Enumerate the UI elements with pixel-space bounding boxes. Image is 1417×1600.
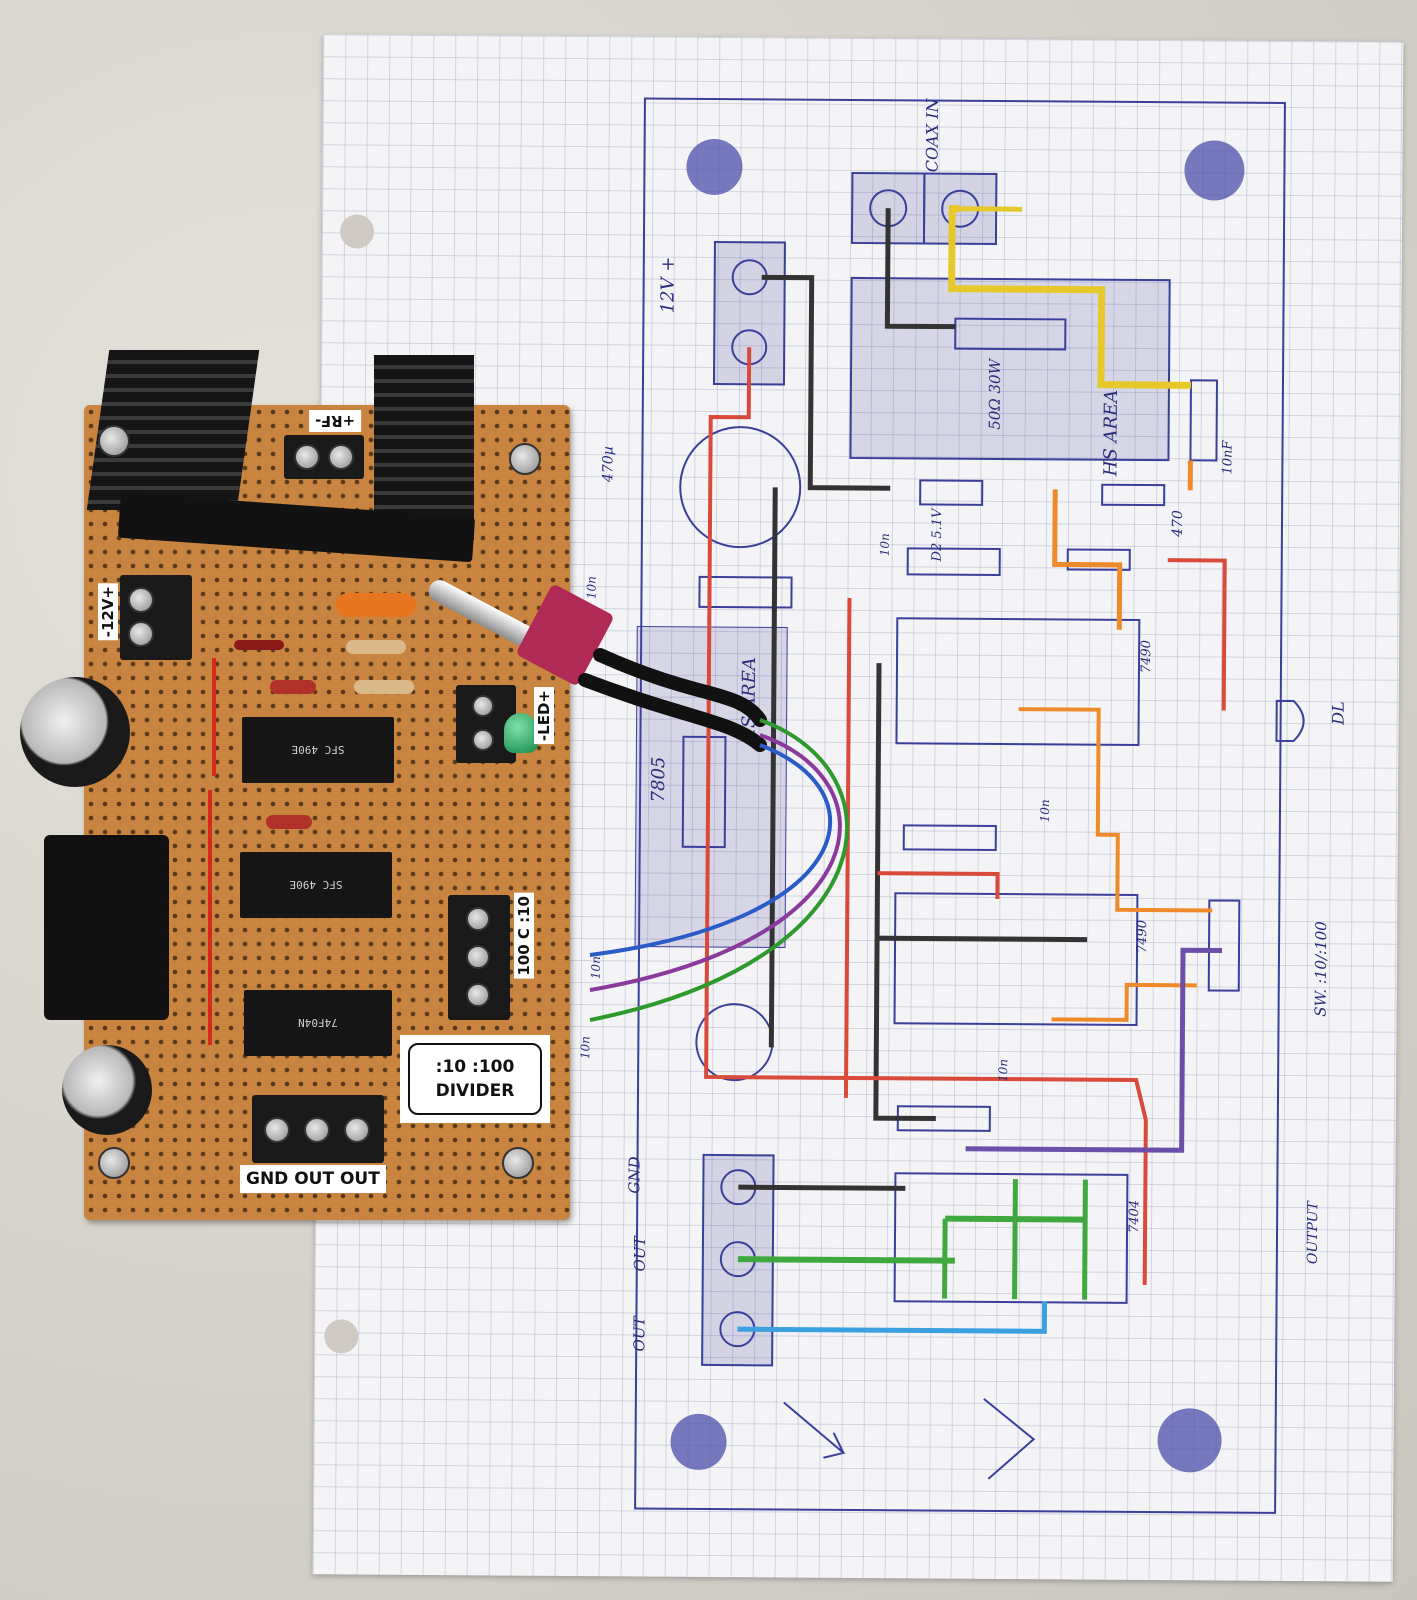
mounting-screw-icon <box>502 1147 534 1179</box>
led-symbol <box>1275 699 1305 743</box>
ic-7404 <box>893 1172 1129 1304</box>
ceramic-capacitor <box>270 680 316 694</box>
note-cap-value: 10n <box>1037 799 1053 823</box>
green-led <box>504 713 538 753</box>
hs-area-top <box>849 276 1171 462</box>
mounting-hole <box>670 1413 727 1470</box>
screw-icon <box>304 1117 330 1143</box>
divider-title-text: DIVIDER <box>435 1081 515 1101</box>
cap-10n <box>906 547 1001 576</box>
regulator-heatsink <box>44 835 169 1020</box>
note-led: DL <box>1328 701 1348 725</box>
note-cap-value: 10n <box>996 1058 1011 1083</box>
ic-chip: 74F04N <box>244 990 392 1056</box>
note-power: 12V + <box>657 256 679 314</box>
resistor <box>1066 548 1131 571</box>
output-terminal <box>252 1095 384 1163</box>
ic-chip: SFC 490E <box>240 852 392 918</box>
note-cap-value: 10n <box>588 956 603 980</box>
chip-text: SFC 490E <box>291 743 345 757</box>
orange-capacitor <box>336 593 416 617</box>
note-output: OUTPUT <box>1304 1201 1322 1265</box>
note-zener: D2 5.1V <box>929 508 946 562</box>
switch-symbol <box>1207 899 1241 992</box>
divider-pcb: +RF- -12V+ SFC 490E SFC 490E 74F04N -LED… <box>20 350 570 1220</box>
mounting-screw-icon <box>98 425 130 457</box>
screw-icon <box>472 729 494 751</box>
cap-470u <box>679 426 802 549</box>
screw-icon <box>466 945 490 969</box>
note-cap-value: 10n <box>578 1036 593 1060</box>
screw-icon <box>128 587 154 613</box>
cap-10n <box>698 575 793 609</box>
chip-text: SFC 490E <box>289 878 343 892</box>
screw-icon <box>128 621 154 647</box>
note-switch: SW. :10/:100 <box>1311 921 1331 1017</box>
screw-icon <box>466 907 490 931</box>
note-cap-10nf: 10nF <box>1220 440 1236 475</box>
zener-d2 <box>919 479 984 506</box>
power-terminal <box>120 575 192 660</box>
note-hs-area-left: HS AREA <box>738 657 761 744</box>
cap-10nf <box>1189 379 1219 462</box>
note-cap-470u: 470µ <box>600 446 617 483</box>
resistor-470 <box>1101 483 1166 507</box>
resistor-50ohm <box>954 317 1067 351</box>
switch-terminal-label: 100 C :10 <box>514 893 534 979</box>
rf-terminal <box>284 435 364 479</box>
divider-label: :10 :100 DIVIDER <box>400 1035 550 1123</box>
chip-text: 74F04N <box>298 1016 338 1030</box>
note-output-gnd: GND <box>625 1156 644 1194</box>
rf-terminal-label: +RF- <box>309 410 362 432</box>
note-chip-7490-b: 7490 <box>1134 919 1151 954</box>
mounting-screw-icon <box>98 1147 130 1179</box>
ic-7490-a <box>895 617 1141 746</box>
resistor <box>346 640 406 654</box>
resistor <box>354 680 414 694</box>
mounting-hole <box>686 138 743 195</box>
note-cap-value: 10n <box>584 576 599 600</box>
ceramic-capacitor <box>266 815 312 829</box>
output-terminal-label: GND OUT OUT <box>240 1165 386 1193</box>
screw-icon <box>264 1117 290 1143</box>
note-cap-value: 10n <box>877 533 892 557</box>
electrolytic-capacitor <box>20 677 130 787</box>
screw-icon <box>466 983 490 1007</box>
mounting-hole <box>1184 140 1245 201</box>
screw-icon <box>344 1117 370 1143</box>
screw-icon <box>472 695 494 717</box>
note-hs-area-top: HS AREA <box>1100 389 1122 477</box>
screw-icon <box>328 444 354 470</box>
power-terminal-label: -12V+ <box>98 583 118 641</box>
screw-icon <box>294 444 320 470</box>
ic-chip: SFC 490E <box>242 717 394 783</box>
note-resistor-50ohm: 50Ω 30W <box>985 358 1005 430</box>
note-coax-in: COAX IN <box>922 98 942 173</box>
mounting-screw-icon <box>509 443 541 475</box>
note-chip-7490-a: 7490 <box>1138 639 1155 674</box>
led-label: -LED+ <box>534 687 554 745</box>
mounting-hole <box>1157 1408 1222 1473</box>
divider-ratio-text: :10 :100 <box>435 1057 515 1077</box>
diode <box>234 640 284 650</box>
ic-7490-b <box>893 892 1139 1026</box>
note-regulator: 7805 <box>648 756 670 803</box>
note-output-out1: OUT <box>630 1236 650 1272</box>
red-wire <box>208 790 212 1045</box>
heatsink-right <box>374 355 474 540</box>
switch-terminal <box>448 895 510 1020</box>
divider-label-frame: :10 :100 DIVIDER <box>408 1043 542 1115</box>
red-wire <box>212 658 216 776</box>
cap-10n <box>902 824 997 851</box>
note-output-out2: OUT <box>630 1316 649 1352</box>
note-chip-7404: 7404 <box>1127 1199 1143 1234</box>
note-resistor-470: 470 <box>1169 510 1187 538</box>
electrolytic-capacitor <box>62 1045 152 1135</box>
